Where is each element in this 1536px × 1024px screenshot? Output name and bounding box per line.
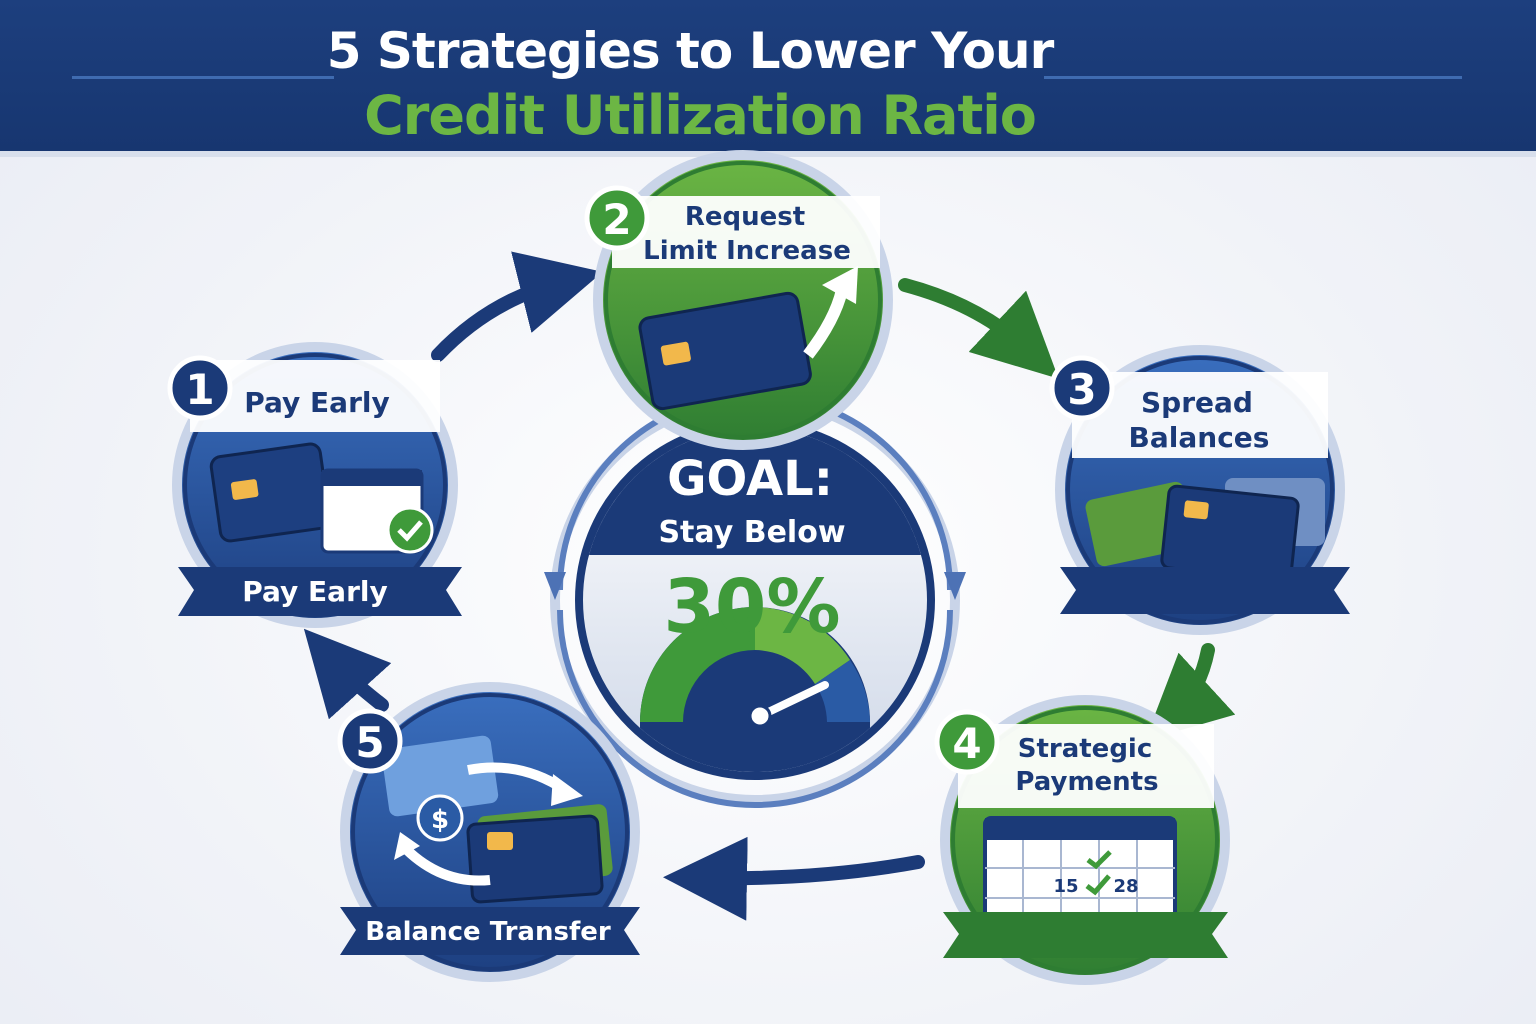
step-2-request-limit-increase: 2 Request Limit Increase bbox=[584, 150, 893, 450]
goal-subtitle: Stay Below bbox=[658, 515, 845, 550]
step-3-title-line1: Spread bbox=[1141, 386, 1253, 419]
step-1-pay-early: 1 Pay Early Pay Early bbox=[167, 342, 462, 628]
header-rule-right bbox=[1044, 76, 1462, 79]
calendar-day-15: 15 bbox=[1053, 876, 1078, 897]
arrow-4-to-5 bbox=[663, 836, 925, 921]
page-subtitle: Credit Utilization Ratio bbox=[364, 84, 1037, 147]
header-banner: 5 Strategies to Lower Your Credit Utiliz… bbox=[0, 0, 1536, 157]
arrow-2-to-3 bbox=[898, 278, 1059, 379]
step-5-number: 5 bbox=[355, 718, 384, 767]
card-calendar-check-icon bbox=[209, 442, 434, 554]
multiple-cards-icon bbox=[1085, 478, 1325, 582]
step-4-title-line1: Strategic bbox=[1018, 734, 1153, 764]
arrow-3-to-4 bbox=[1145, 643, 1236, 741]
step-2-number: 2 bbox=[602, 195, 631, 244]
calendar-checks-icon bbox=[983, 816, 1177, 930]
arrow-1-to-2 bbox=[431, 251, 603, 362]
step-3-spread-balances: 3 Spread Balances bbox=[1049, 345, 1350, 635]
dollar-icon: $ bbox=[431, 805, 449, 835]
step-5-banner: Balance Transfer bbox=[365, 917, 611, 947]
gauge-hub bbox=[748, 704, 772, 728]
card-up-arrow-icon bbox=[638, 266, 858, 411]
gauge-needle bbox=[756, 681, 829, 720]
step-5-balance-transfer: $ 5 Balance Transfer bbox=[337, 682, 640, 982]
step-1-title: Pay Early bbox=[244, 386, 389, 419]
goal-badge: GOAL: Stay Below 30% bbox=[544, 392, 966, 808]
card-transfer-dollar-icon bbox=[381, 735, 613, 904]
goal-percent: 30% bbox=[663, 564, 840, 650]
arrow-5-to-1 bbox=[303, 628, 392, 720]
page-title: 5 Strategies to Lower Your bbox=[326, 22, 1055, 80]
step-3-title-line2: Balances bbox=[1129, 421, 1270, 454]
gauge-lightgreen-segment bbox=[755, 607, 850, 684]
step-1-banner: Pay Early bbox=[242, 575, 387, 608]
step-1-number: 1 bbox=[185, 365, 214, 414]
step-3-number: 3 bbox=[1067, 365, 1096, 414]
step-4-title-line2: Payments bbox=[1015, 767, 1158, 797]
gauge-blue-segment bbox=[815, 660, 870, 722]
header-rule-left bbox=[72, 76, 334, 79]
step-2-title-line1: Request bbox=[685, 202, 805, 232]
step-2-title-line2: Limit Increase bbox=[643, 236, 851, 266]
gauge-green-segment bbox=[640, 607, 755, 722]
calendar-day-28: 28 bbox=[1113, 876, 1138, 897]
goal-label: GOAL: bbox=[667, 451, 833, 507]
step-4-number: 4 bbox=[952, 719, 981, 768]
step-4-strategic-payments: 4 Strategic Payments 15 28 bbox=[934, 695, 1230, 985]
